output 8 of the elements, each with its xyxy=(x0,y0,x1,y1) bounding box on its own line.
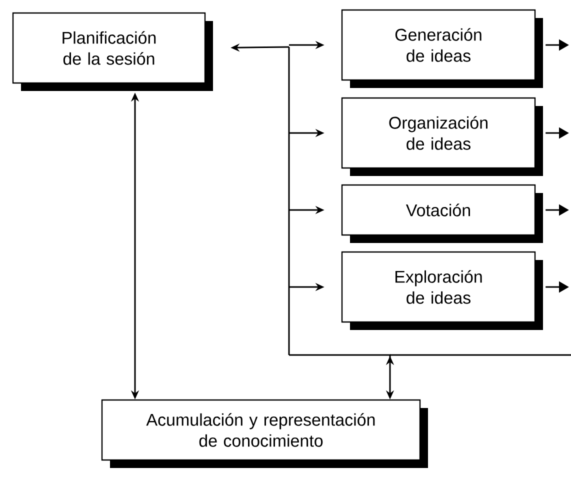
process-box: Organización de ideas xyxy=(341,97,543,176)
connector-line xyxy=(289,354,391,361)
process-box: Planificación de la sesión xyxy=(12,12,213,91)
process-box: Acumulación y representación de conocimiento xyxy=(101,399,428,468)
process-box: Generación de ideas xyxy=(341,9,543,88)
process-box: Votación xyxy=(341,184,543,243)
process-box: Exploración de ideas xyxy=(341,251,543,330)
connector-line xyxy=(288,47,290,355)
